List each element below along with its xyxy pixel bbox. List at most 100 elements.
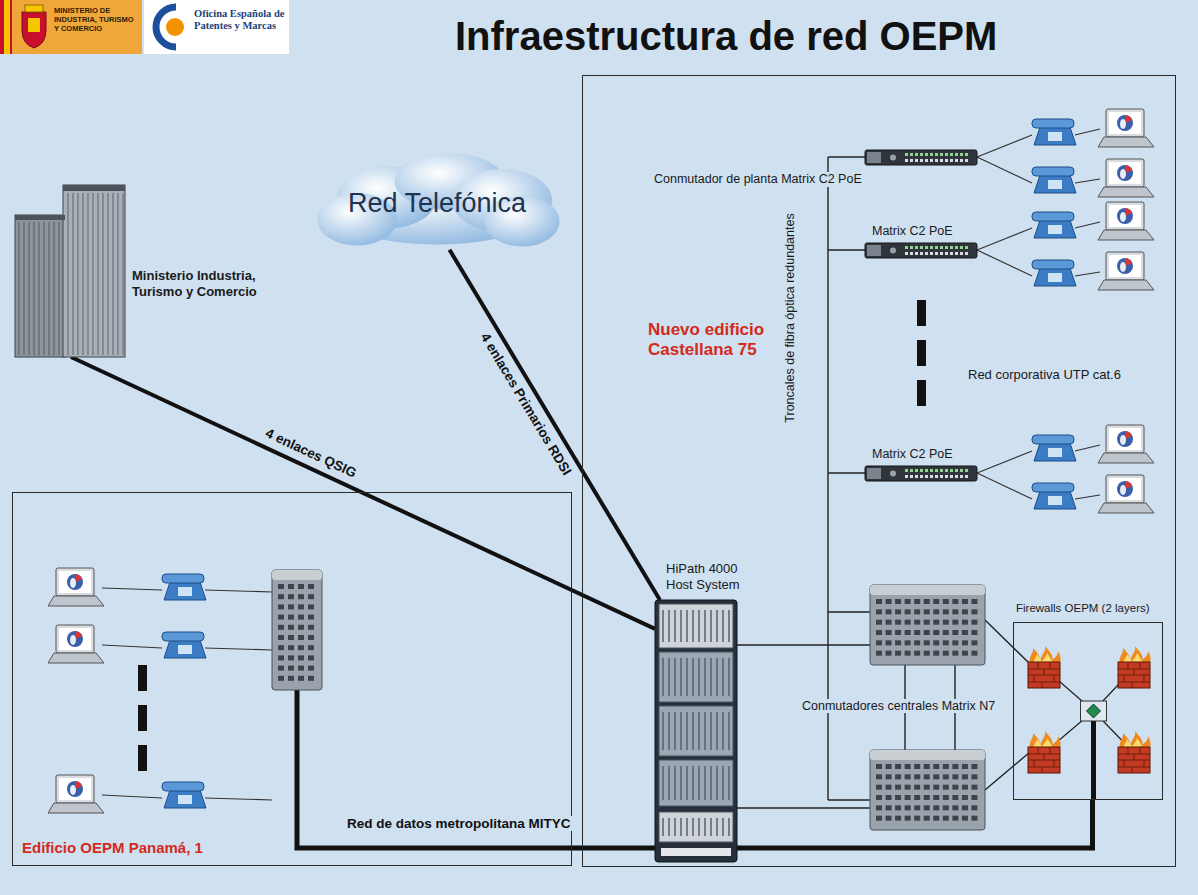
- switch-port: [288, 676, 294, 681]
- chassis-switch: [870, 585, 985, 665]
- phone-keypad: [1048, 273, 1062, 282]
- flame: [1030, 731, 1061, 749]
- port-led: [930, 469, 933, 472]
- laptop-base: [1098, 137, 1154, 147]
- ip-phone: [1032, 212, 1076, 238]
- port-led: [950, 246, 953, 249]
- switch-port: [914, 640, 920, 645]
- port: [940, 475, 943, 478]
- switch-port: [905, 599, 911, 604]
- router-diamond: [1087, 704, 1101, 718]
- switch-port: [914, 609, 920, 614]
- screen-globe: [70, 578, 76, 588]
- switch-port: [886, 764, 892, 769]
- switch-port: [933, 816, 939, 821]
- window-line: [28, 222, 29, 355]
- continuation-dash: [917, 380, 926, 406]
- card-slot: [722, 766, 724, 800]
- phone-keypad: [178, 795, 192, 804]
- switch-port: [943, 795, 949, 800]
- port-led: [925, 246, 928, 249]
- switch-port: [952, 609, 958, 614]
- phone-handset: [1032, 435, 1074, 444]
- laptop-lid: [1106, 252, 1144, 280]
- ip-phone: [1032, 483, 1076, 509]
- port-led: [965, 246, 968, 249]
- port-led: [930, 246, 933, 249]
- uplink-stub: [1091, 711, 1096, 799]
- switch-port: [952, 805, 958, 810]
- cable: [737, 807, 870, 808]
- screen-globe: [1120, 212, 1126, 222]
- ip-phone: [1032, 119, 1076, 145]
- laptop-lid: [1106, 159, 1144, 187]
- brick-wall: [1028, 747, 1060, 773]
- switch-port: [278, 625, 284, 630]
- ministry-building-art: [15, 185, 127, 357]
- port-led: [950, 153, 953, 156]
- screen-globe: [1117, 481, 1133, 497]
- cable: [205, 648, 272, 650]
- port: [935, 159, 938, 162]
- brick-joint: [1124, 675, 1125, 682]
- switch-port: [971, 795, 977, 800]
- cable: [1075, 272, 1100, 276]
- screen-globe: [1120, 435, 1126, 445]
- screen-globe: [1120, 262, 1126, 272]
- port: [960, 159, 963, 162]
- card-slot: [728, 610, 730, 642]
- switch-body: [865, 243, 977, 258]
- card-slot: [674, 818, 676, 836]
- firewall-group: Firewalls OEPM (2 layers): [1013, 622, 1163, 800]
- card-slot: [698, 818, 700, 836]
- switch-port: [933, 630, 939, 635]
- card-slot: [698, 610, 700, 642]
- brick-joint: [1038, 662, 1039, 669]
- rack-unit: [659, 652, 733, 702]
- switch-port: [278, 584, 284, 589]
- link-label: 4 enlaces Primarios RDSI: [476, 329, 575, 480]
- oepm-logo: Oficina Española de Patentes y Marcas: [144, 0, 289, 54]
- switch-port: [933, 795, 939, 800]
- phone-keypad: [1048, 448, 1062, 457]
- port-led: [910, 153, 913, 156]
- switch-port: [962, 805, 968, 810]
- switch-port: [943, 599, 949, 604]
- switch-port: [288, 604, 294, 609]
- switch-port: [308, 625, 314, 630]
- switch-port: [298, 655, 304, 660]
- laptop-screen: [1109, 112, 1141, 134]
- node-text: Matrix C2 PoE: [872, 224, 953, 239]
- phone-keypad: [1048, 180, 1062, 189]
- card-slot: [716, 712, 718, 750]
- cable: [985, 620, 1030, 664]
- port: [920, 252, 923, 255]
- switch-port: [914, 651, 920, 656]
- switch-port: [924, 620, 930, 625]
- switch-port: [298, 584, 304, 589]
- phone-keypad: [1048, 132, 1062, 141]
- port-led: [920, 153, 923, 156]
- switch-port: [895, 774, 901, 779]
- card-slot: [680, 610, 682, 642]
- port: [925, 159, 928, 162]
- port-led: [965, 469, 968, 472]
- tower: [15, 185, 125, 357]
- flag-stripe: [4, 0, 10, 54]
- switch-port: [952, 630, 958, 635]
- rack-unit: [659, 812, 733, 842]
- ip-phone: [162, 574, 206, 600]
- continuation-dash: [138, 705, 147, 731]
- chassis-top: [272, 570, 322, 580]
- pbx-rack-art: [655, 600, 737, 862]
- brick-wall: [1028, 662, 1060, 688]
- card-slot: [704, 818, 706, 836]
- card-slot: [662, 766, 664, 800]
- port-led: [920, 469, 923, 472]
- switch-port: [962, 620, 968, 625]
- switch-port: [943, 620, 949, 625]
- switch-port: [914, 620, 920, 625]
- switch-port: [914, 795, 920, 800]
- continuation-dash: [917, 300, 926, 326]
